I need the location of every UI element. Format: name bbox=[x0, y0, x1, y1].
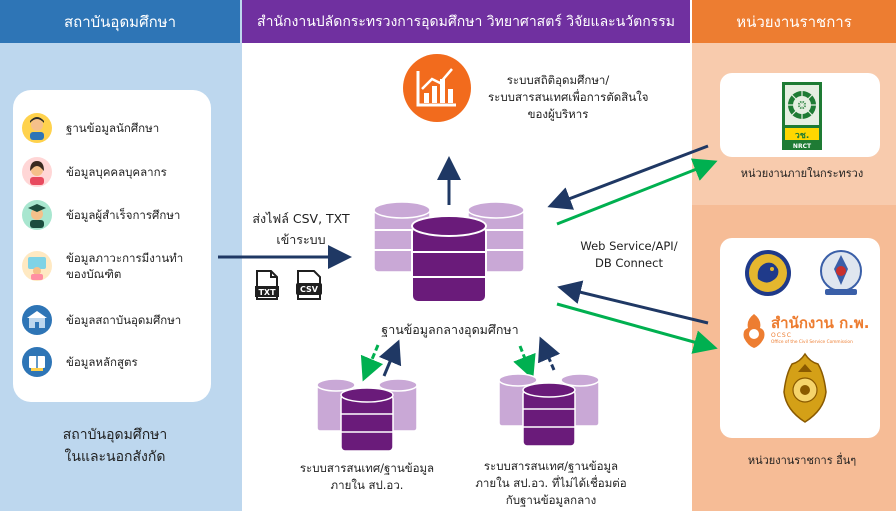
arrow-sub-db-1-to-central bbox=[378, 339, 402, 377]
sub-db-1-line-2: ภายใน สป.อว. bbox=[330, 478, 404, 492]
upload-label: ส่งไฟล์ CSV, TXT เข้าระบบ bbox=[248, 208, 354, 250]
nrct-logo-sub: NRCT bbox=[793, 143, 812, 150]
sub-database-2-icon bbox=[498, 373, 600, 447]
curriculum-avatar-icon bbox=[22, 347, 52, 377]
ocsc-logo-icon bbox=[743, 314, 765, 348]
other-agencies-caption: หน่วยงานราชการ อื่นๆ bbox=[747, 454, 857, 467]
stats-line-1: ระบบสถิติอุดมศึกษา/ bbox=[506, 73, 610, 87]
item-label-line-2: ของบัณฑิต bbox=[66, 267, 122, 281]
upload-line-2: เข้าระบบ bbox=[276, 232, 326, 247]
stats-chart-icon bbox=[403, 54, 471, 122]
ocsc-abbr: OCSC bbox=[771, 332, 792, 339]
list-item-personnel: ข้อมูลบุคคลบุคลากร bbox=[22, 157, 167, 187]
item-label: ข้อมูลหลักสูตร bbox=[66, 355, 138, 369]
stats-line-2: ระบบสารสนเทศเพื่อการตัดสินใจ bbox=[488, 90, 649, 104]
sub-db-2-line-1: ระบบสารสนเทศ/ฐานข้อมูล bbox=[483, 459, 619, 473]
upload-line-1: ส่งไฟล์ CSV, TXT bbox=[252, 211, 350, 226]
caption-line-1: สถาบันอุดมศึกษา bbox=[62, 427, 168, 443]
csv-file-label: CSV bbox=[300, 285, 319, 294]
sub-db-2-line-2: ภายใน สป.อว. ที่ไม่ได้เชื่อมต่อ bbox=[475, 476, 627, 490]
sub-database-1-icon bbox=[316, 378, 418, 452]
header-agencies: หน่วยงานราชการ bbox=[692, 0, 896, 43]
item-label: ข้อมูลภาวะการมีงานทำของบัณฑิต bbox=[66, 250, 183, 282]
sub-db-2-line-3: กับฐานข้อมูลกลาง bbox=[505, 493, 597, 507]
stats-line-3: ของผู้บริหาร bbox=[527, 107, 589, 121]
item-label: ข้อมูลบุคคลบุคลากร bbox=[66, 165, 167, 179]
list-item-curriculum: ข้อมูลหลักสูตร bbox=[22, 347, 138, 377]
employment-avatar-icon bbox=[22, 251, 52, 281]
txt-file-icon: TXT bbox=[255, 270, 279, 300]
ministry-emblem-icon bbox=[783, 352, 827, 423]
central-database-icon bbox=[373, 201, 525, 303]
arrow-central-to-sub-db-1 bbox=[360, 344, 384, 382]
graduate-avatar-icon bbox=[22, 200, 52, 230]
item-label: ข้อมูลสถาบันอุดมศึกษา bbox=[66, 313, 182, 327]
sub-db-2-label: ระบบสารสนเทศ/ฐานข้อมูล ภายใน สป.อว. ที่ไ… bbox=[471, 458, 631, 509]
txt-file-label: TXT bbox=[258, 288, 276, 297]
arrow-agencies-to-central bbox=[557, 280, 709, 325]
item-label: ข้อมูลผู้สำเร็จการศึกษา bbox=[66, 208, 181, 222]
institution-avatar-icon bbox=[22, 305, 52, 335]
ocsc-name: สำนักงาน ก.พ. bbox=[771, 314, 870, 332]
ocsc-subtitle: Office of the Civil Service Commission bbox=[771, 340, 853, 345]
item-label-line-1: ข้อมูลภาวะการมีงานทำ bbox=[66, 251, 184, 265]
nrct-logo-text: วช. bbox=[795, 131, 810, 141]
ministry-agency-caption: หน่วยงานภายในกระทรวง bbox=[740, 167, 864, 180]
nrct-logo-icon: วช. NRCT bbox=[782, 82, 822, 150]
personnel-avatar-icon bbox=[22, 157, 52, 187]
agency-seal-2-icon bbox=[820, 250, 862, 295]
student-avatar-icon bbox=[22, 113, 52, 143]
web-service-line-1: Web Service/API/ bbox=[580, 239, 678, 253]
institutions-caption: สถาบันอุดมศึกษา ในและนอกสังกัด bbox=[20, 424, 210, 468]
web-service-label: Web Service/API/ DB Connect bbox=[570, 238, 688, 272]
arrow-ministry-to-central bbox=[547, 144, 709, 210]
sub-db-1-line-1: ระบบสารสนเทศ/ฐานข้อมูล bbox=[299, 461, 435, 475]
arrow-sub-db-2-to-central bbox=[538, 336, 561, 371]
arrow-central-to-ministry bbox=[556, 158, 718, 226]
central-db-label: ฐานข้อมูลกลางอุดมศึกษา bbox=[381, 322, 519, 337]
arrow-central-to-agencies bbox=[556, 302, 718, 354]
sub-db-1-label: ระบบสารสนเทศ/ฐานข้อมูล ภายใน สป.อว. bbox=[297, 460, 437, 494]
csv-file-icon: CSV bbox=[296, 270, 322, 300]
agency-seal-1-icon bbox=[745, 250, 791, 296]
web-service-line-2: DB Connect bbox=[595, 256, 663, 270]
arrow-central-to-sub-db-2 bbox=[513, 345, 536, 380]
header-ministry: สำนักงานปลัดกระทรวงการอุดมศึกษา วิทยาศาส… bbox=[242, 0, 690, 43]
list-item-student-db: ฐานข้อมูลนักศึกษา bbox=[22, 113, 159, 143]
header-institutions: สถาบันอุดมศึกษา bbox=[0, 0, 240, 43]
item-label: ฐานข้อมูลนักศึกษา bbox=[66, 121, 160, 135]
list-item-employment: ข้อมูลภาวะการมีงานทำของบัณฑิต bbox=[22, 250, 183, 282]
caption-line-2: ในและนอกสังกัด bbox=[64, 449, 166, 465]
stats-system-label: ระบบสถิติอุดมศึกษา/ ระบบสารสนเทศเพื่อการ… bbox=[488, 72, 649, 123]
list-item-institutions: ข้อมูลสถาบันอุดมศึกษา bbox=[22, 305, 181, 335]
list-item-graduates: ข้อมูลผู้สำเร็จการศึกษา bbox=[22, 200, 180, 230]
